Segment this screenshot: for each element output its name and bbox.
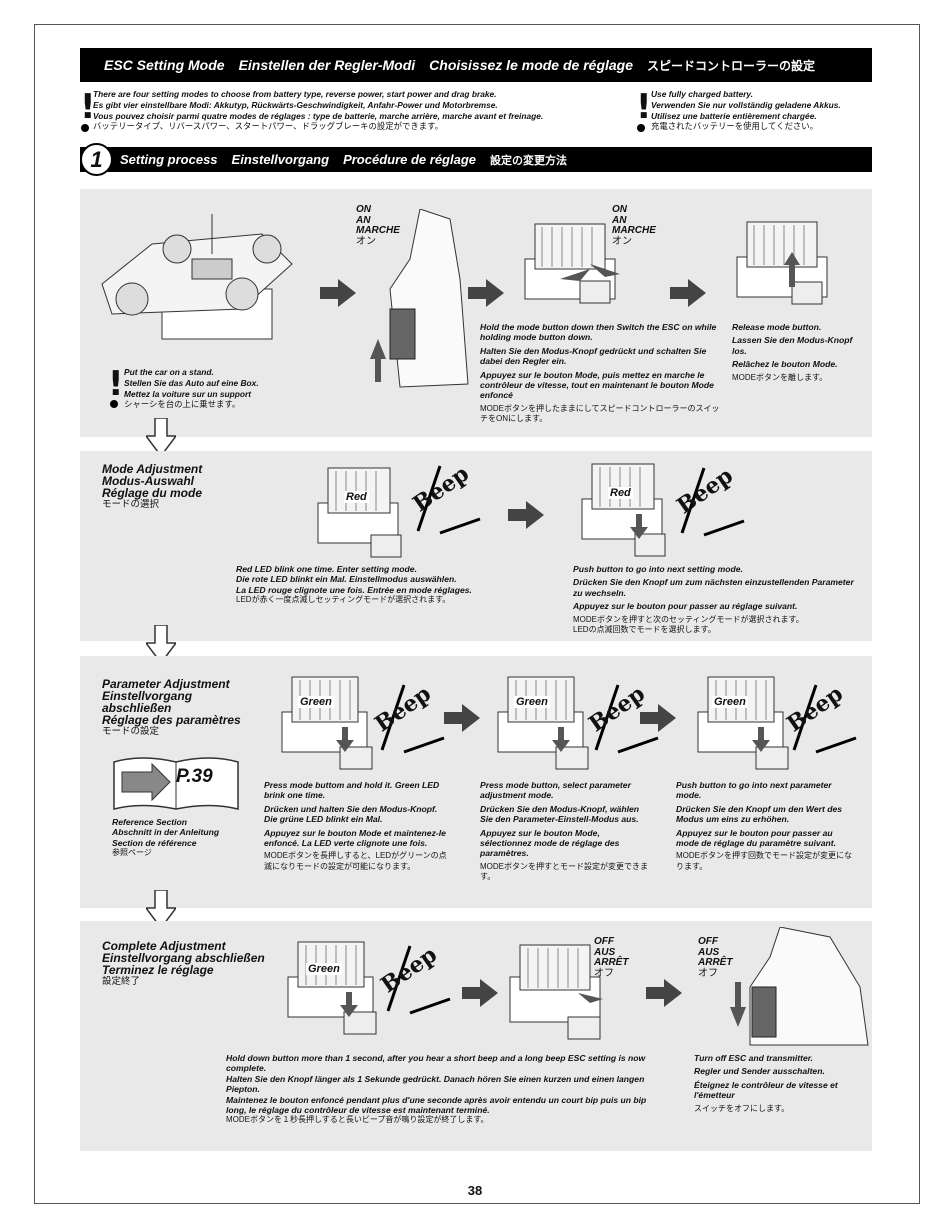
esc-release-button-icon [736,221,828,305]
parameter-adjustment-title: Parameter Adjustment Einstellvorgang abs… [102,677,241,737]
right-arrow-icon [320,279,356,307]
bullet-icon [81,124,89,132]
hold-text: Hold the mode button down then Switch th… [480,322,720,424]
page-frame [34,24,920,1204]
esc-hold-button-icon [524,223,620,304]
led-label: Green [712,696,748,708]
led-label: Green [306,963,342,975]
header-title-en: ESC Setting Mode [104,57,225,73]
warning-icon: ! [80,87,96,127]
panel-complete-adjustment: Complete Adjustment Einstellvorgang absc… [80,921,872,1151]
stand-note: Put the car on a stand. Stellen Sie das … [124,367,259,410]
mode-text-b: Push button to go into next setting mode… [573,564,854,635]
reference-text: Reference Section Abschnitt in der Anlei… [112,817,220,858]
bullet-icon [110,400,118,408]
transmitter-switch-on-icon [370,209,469,388]
esc-green-led-icon [281,676,373,770]
rc-car-on-stand-icon [101,214,293,340]
down-arrow-icon [146,418,176,456]
right-arrow-icon [508,501,544,529]
warning-icon: ! [636,87,652,127]
step-number: 1 [80,143,113,176]
esc-green-led-icon [497,676,589,770]
note-left: There are four setting modes to choose f… [93,89,544,132]
led-label: Red [344,491,369,503]
beep-slash-icon [680,467,745,537]
esc-switch-off-icon [509,944,603,1040]
esc-green-led-icon [697,676,789,770]
transmitter-switch-off-icon [730,927,869,1046]
beep-slash-icon [416,465,481,535]
release-text: Release mode button. Lassen Sie den Modu… [732,322,853,382]
mode-adjustment-title: Mode Adjustment Modus-Auswahl Réglage du… [102,462,203,510]
reference-page: P.39 [176,766,213,787]
down-arrow-icon [146,625,176,663]
warning-icon: ! [108,364,124,404]
beep-slash-icon [386,945,451,1015]
on-label: ON AN MARCHE オン [612,204,656,247]
led-label: Green [298,696,334,708]
parameter-text-b: Press mode button, select parameter adju… [480,780,648,882]
panel-parameter-adjustment: Parameter Adjustment Einstellvorgang abs… [80,656,872,908]
panel-mode-adjustment: Mode Adjustment Modus-Auswahl Réglage du… [80,451,872,641]
esc-red-led-icon [317,467,402,558]
down-arrow-icon [146,890,176,928]
off-label: OFF AUS ARRÊT オフ [594,936,629,979]
header-title-jp: スピードコントローラーの設定 [647,58,816,73]
esc-green-led-icon [287,941,377,1035]
reference-book-icon [113,757,239,810]
parameter-text-a: Press mode buttom and hold it. Green LED… [264,780,447,871]
right-arrow-icon [468,279,504,307]
right-arrow-icon [444,704,480,732]
right-arrow-icon [640,704,676,732]
section-header: ESC Setting Mode Einstellen der Regler-M… [80,48,872,82]
header-title-de: Einstellen der Regler-Modi [238,57,416,73]
led-label: Green [514,696,550,708]
esc-red-led-push-icon [581,463,666,557]
parameter-text-c: Push button to go into next parameter mo… [676,780,852,871]
complete-adjustment-title: Complete Adjustment Einstellvorgang absc… [102,939,265,987]
note-right: Use fully charged battery. Verwenden Sie… [651,89,841,132]
mode-text-a: Red LED blink one time. Enter setting mo… [236,564,472,605]
complete-text-a: Hold down button more than 1 second, aft… [226,1053,647,1125]
complete-text-b: Turn off ESC and transmitter. Regler und… [694,1053,838,1113]
led-label: Red [608,487,633,499]
panel-power-on: ! Put the car on a stand. Stellen Sie da… [80,189,872,437]
right-arrow-icon [462,979,498,1007]
beep-slash-icon [380,684,445,754]
bullet-icon [637,124,645,132]
right-arrow-icon [646,979,682,1007]
right-arrow-icon [670,279,706,307]
step-bar: Setting process Einstellvorgang Procédur… [80,147,872,172]
off-label: OFF AUS ARRÊT オフ [698,936,733,979]
page-number: 38 [467,1183,483,1198]
on-label: ON AN MARCHE オン [356,204,400,247]
beep-slash-icon [792,684,857,754]
header-title-fr: Choisissez le mode de réglage [429,57,634,73]
beep-slash-icon [594,684,659,754]
